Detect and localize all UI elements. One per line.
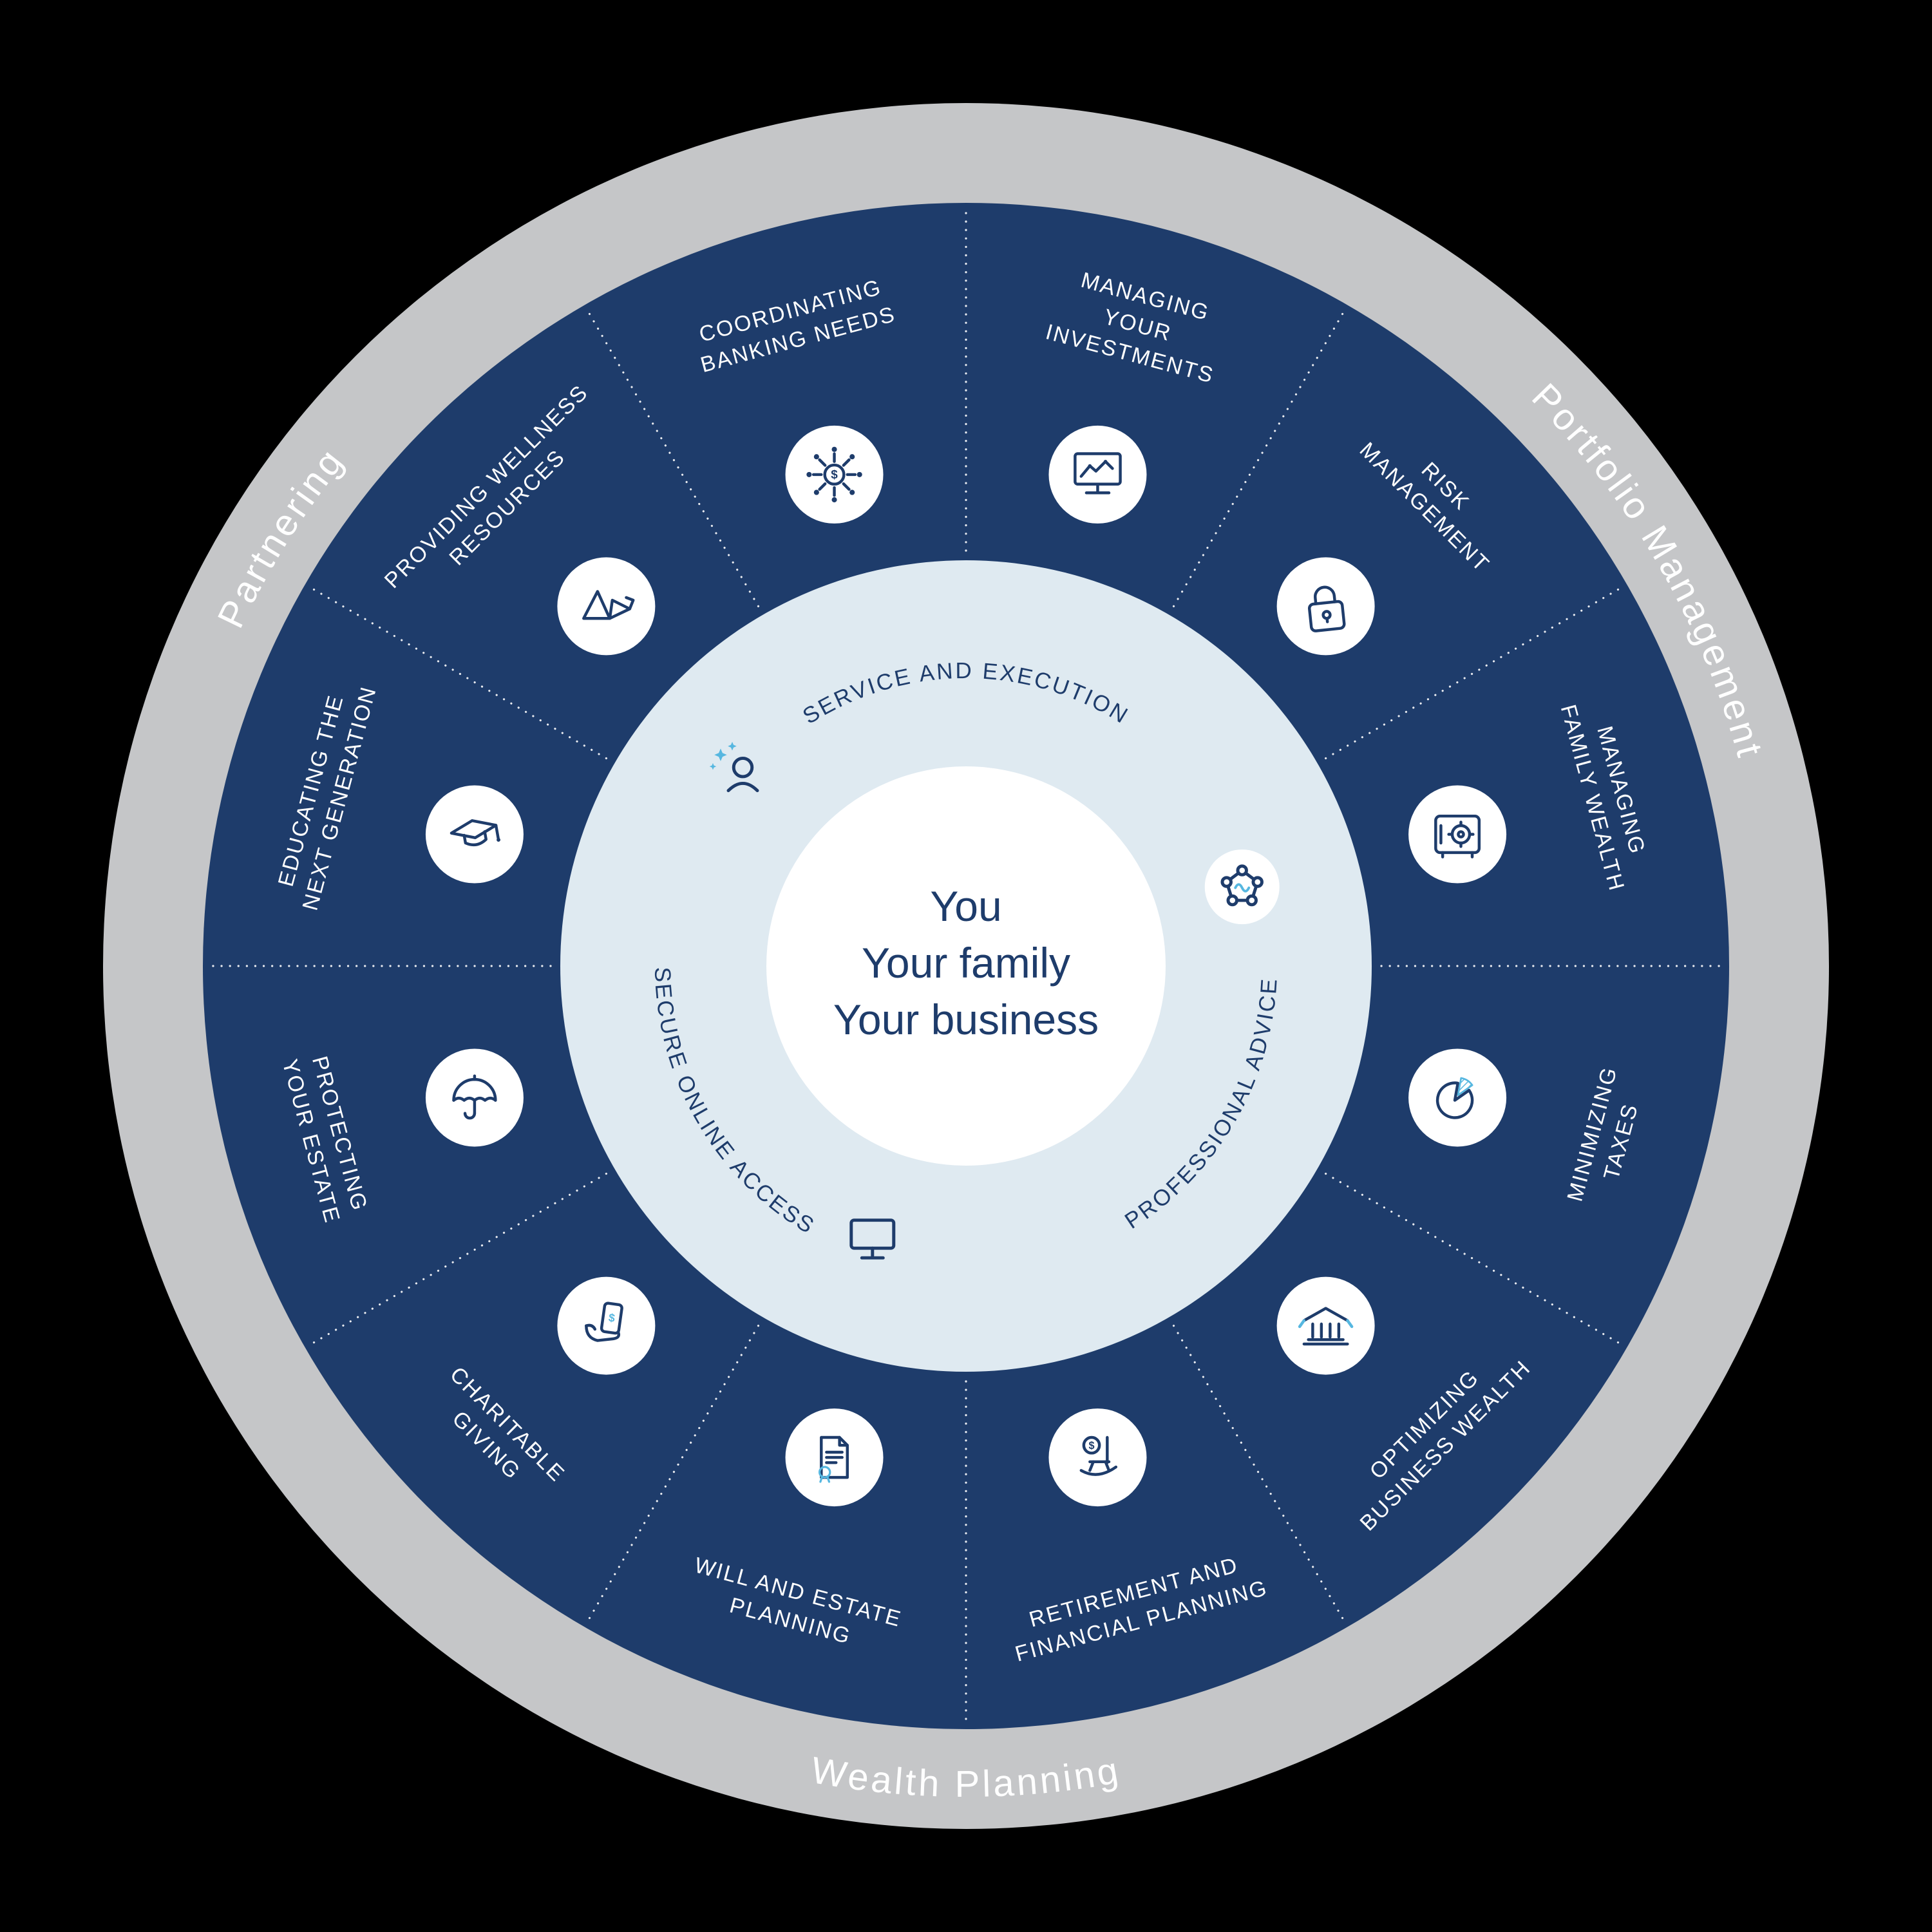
center-text-line: Your family <box>862 939 1070 987</box>
origami-crane-icon <box>582 590 635 620</box>
segment-separator-line <box>585 308 760 608</box>
segment-separator-line <box>308 1172 608 1347</box>
rocking-chair-icon: $ <box>1079 1435 1118 1476</box>
investments-monitor-icon <box>1074 452 1122 495</box>
segment-separators-layer <box>206 206 1726 1726</box>
segment-separator-line <box>1324 1172 1624 1347</box>
dollar-glyph: $ <box>1089 1440 1095 1452</box>
segment-icon-circle <box>557 557 656 656</box>
center-text-line: You <box>930 882 1001 930</box>
graduation-cap-icon <box>450 819 501 847</box>
segment-icon-circle <box>1048 1408 1147 1507</box>
will-document-icon <box>818 1435 849 1483</box>
segment-separator-line <box>308 585 608 760</box>
pie-chart-icon <box>1435 1077 1474 1119</box>
bank-icon <box>1298 1307 1354 1346</box>
charitable-hand-icon: $ <box>585 1302 623 1342</box>
segment-icon-circle <box>1276 557 1375 656</box>
segment-icon-circle <box>1048 425 1147 524</box>
segment-icon-circle <box>425 785 524 884</box>
sparkle-person-icon <box>709 741 759 793</box>
segment-icon-circle <box>557 1276 656 1375</box>
center-text-line: Your business <box>833 996 1099 1043</box>
sparkle-star-shape <box>728 741 737 751</box>
sparkle-star-shape <box>714 748 727 761</box>
dollar-glyph: $ <box>831 468 838 482</box>
safe-icon <box>1434 814 1481 858</box>
segment-separator-line <box>585 1324 760 1624</box>
banking-network-icon: $ <box>806 446 862 503</box>
monitor-icon <box>849 1218 896 1260</box>
segment-icon-circle <box>425 1048 524 1147</box>
sparkle-star-shape <box>709 762 717 770</box>
segment-separator-line <box>1172 308 1347 608</box>
segment-separator-line <box>1172 1324 1347 1624</box>
center-white-circle <box>766 766 1166 1166</box>
segment-icon-circle <box>1276 1276 1375 1375</box>
dollar-glyph: $ <box>608 1311 616 1325</box>
molecule-icon <box>1220 864 1264 907</box>
umbrella-icon <box>452 1074 497 1120</box>
padlock-icon <box>1307 585 1346 632</box>
segment-icon-circle <box>785 425 884 524</box>
segment-separator-line <box>1324 585 1624 760</box>
